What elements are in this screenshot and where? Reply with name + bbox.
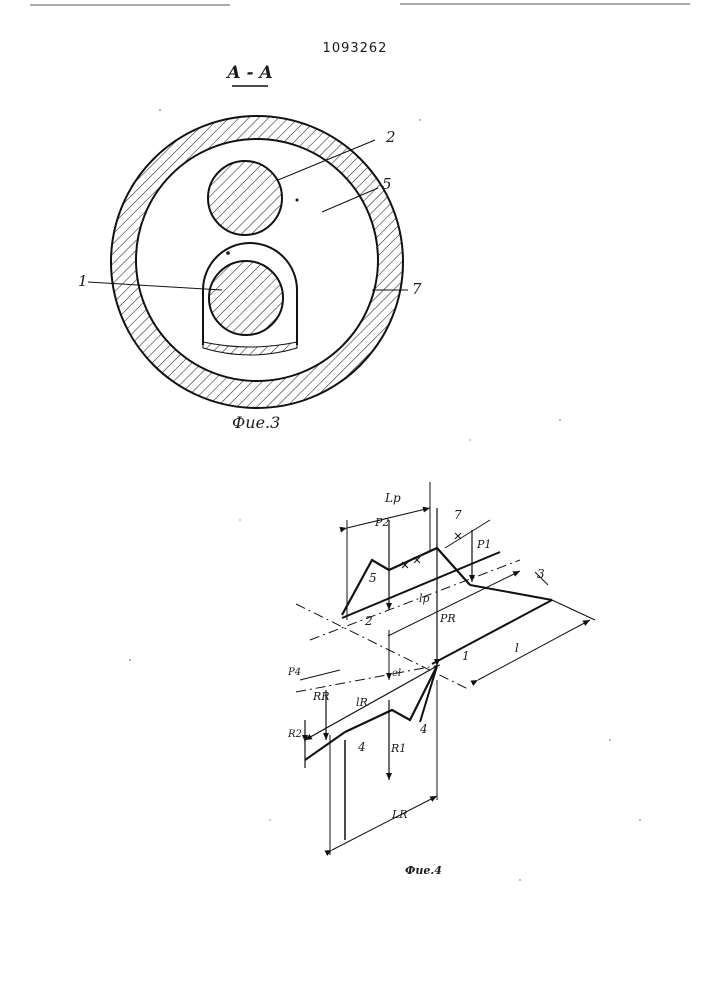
- element-3-diag: [432, 600, 552, 664]
- label-lp: lp: [419, 592, 430, 605]
- label-el: el: [392, 668, 401, 679]
- dim-LR: [332, 796, 437, 850]
- label-7: 7: [412, 280, 422, 298]
- conductor-1: [209, 261, 283, 335]
- fig4-labels: Lp P2 7 P1 5 3 lp 2 PR 1 l P4 el RR lR 4…: [287, 491, 545, 877]
- axis-2: [310, 560, 520, 640]
- label-PR: PR: [439, 612, 456, 625]
- label-LR: LR: [391, 808, 408, 821]
- label-1: 1: [462, 649, 470, 663]
- label-7: 7: [454, 508, 462, 522]
- label-R1: R1: [390, 742, 406, 755]
- label-1: 1: [78, 272, 88, 290]
- label-P2: P2: [374, 516, 389, 529]
- fig3-caption: Фие.3: [232, 413, 280, 432]
- element-3-top: [470, 585, 552, 600]
- axis-3: [296, 665, 440, 692]
- label-Lp: Lp: [384, 491, 401, 505]
- leader-P4: [300, 670, 340, 680]
- page-top-rule: [30, 4, 690, 5]
- label-5: 5: [382, 175, 392, 193]
- fig4-vector-diagram: [296, 482, 595, 855]
- label-4a: 4: [419, 722, 428, 736]
- label-5: 5: [369, 571, 377, 585]
- label-lR: lR: [356, 696, 368, 709]
- element-3-ext: [552, 600, 595, 620]
- fig4-caption: Фие.4: [405, 864, 442, 877]
- dim-lR: [305, 666, 437, 740]
- fig3-cross-section: A - A 2 5 1 7 Фие.3: [78, 63, 422, 432]
- conductor-line-2: [342, 552, 500, 618]
- conductor-2: [208, 161, 282, 235]
- speck: [296, 199, 299, 202]
- section-label: A - A: [225, 63, 272, 83]
- label-2: 2: [364, 614, 373, 628]
- patent-number: 1093262: [323, 41, 388, 56]
- label-RR: RR: [312, 690, 330, 703]
- label-l: l: [515, 641, 519, 655]
- dim-l: [478, 620, 590, 680]
- label-R2: R2: [287, 729, 302, 740]
- label-2: 2: [385, 128, 396, 146]
- label-4b: 4: [357, 740, 366, 754]
- label-P4: P4: [287, 667, 301, 678]
- dim-lp: [388, 571, 520, 636]
- speck: [226, 251, 230, 255]
- label-P1: P1: [476, 538, 491, 551]
- label-3: 3: [537, 567, 545, 581]
